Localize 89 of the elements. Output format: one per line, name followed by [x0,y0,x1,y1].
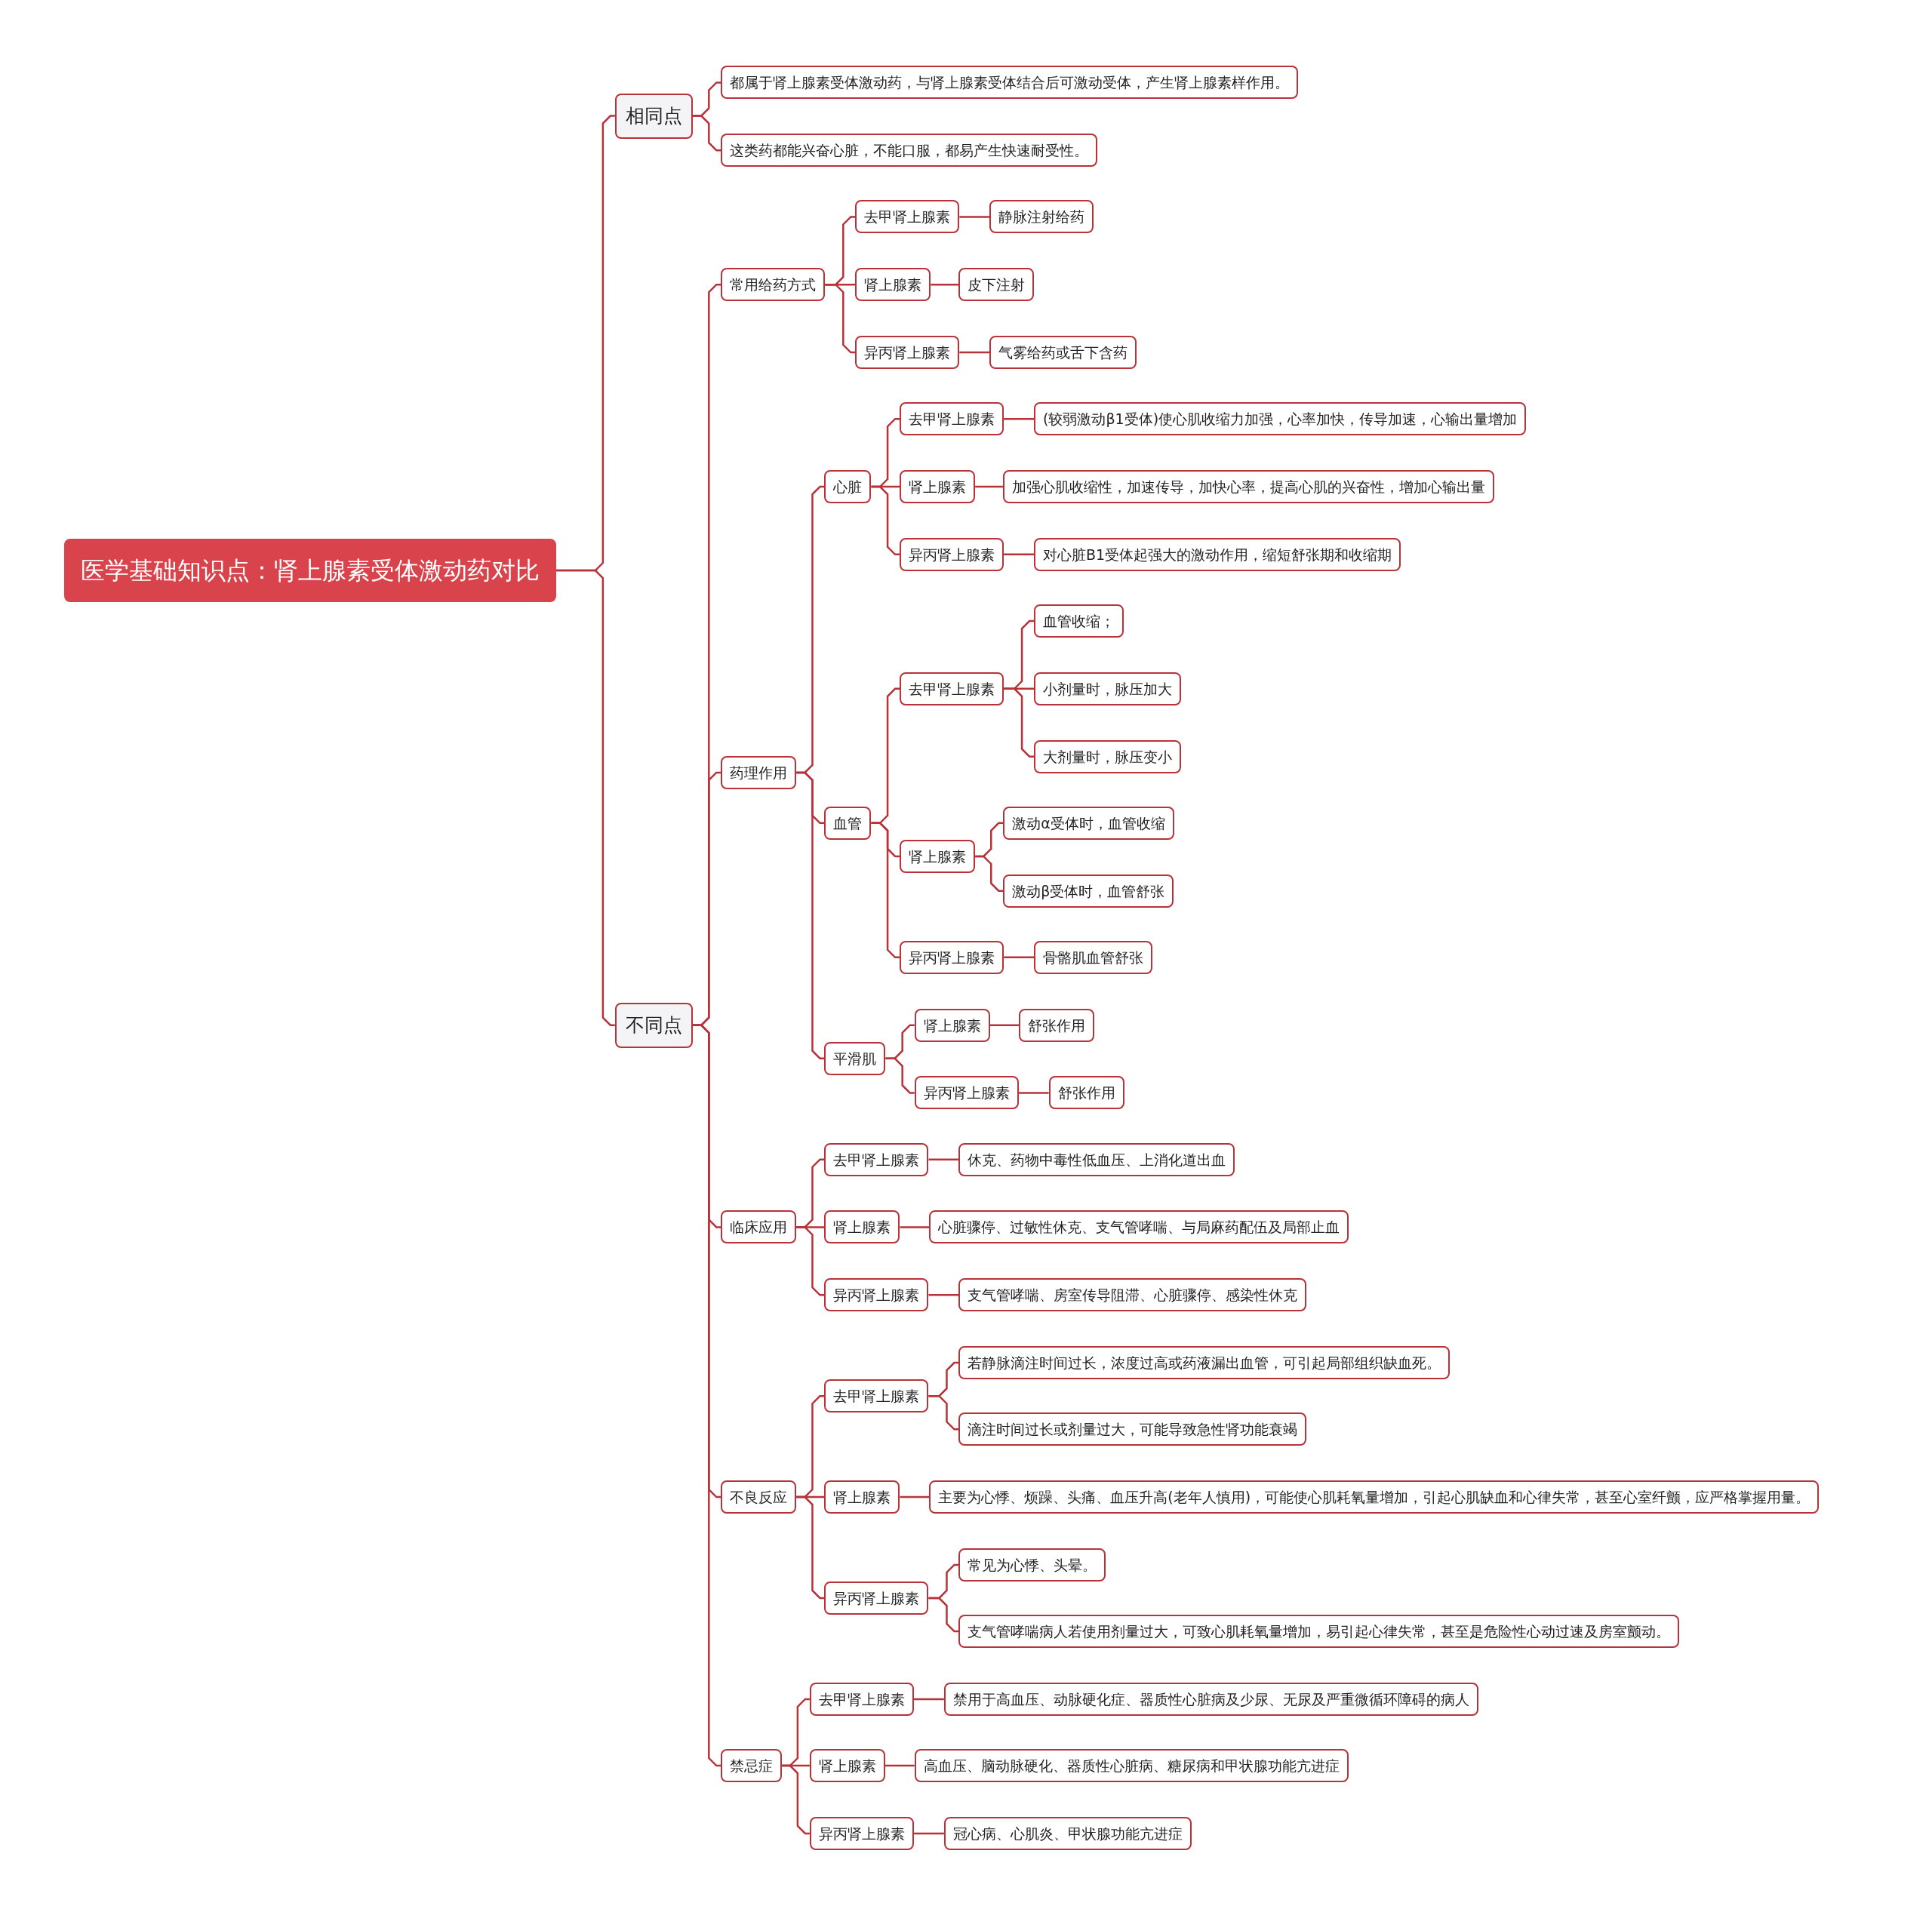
connector-line [928,1394,959,1431]
topic-box: 大剂量时，脉压变小 [1034,739,1182,773]
topic-box: 肾上腺素 [914,1008,990,1042]
topic-box: 肾上腺素 [824,1480,900,1514]
topic-box: 药理作用 [721,755,797,789]
topic-box: (较弱激动β1受体)使心肌收缩力加强，心率加快，传导加速，心输出量增加 [1034,402,1527,436]
topic-box: 肾上腺素 [824,1210,900,1244]
topic-box: 血管收缩； [1034,604,1124,638]
central-topic: 医学基础知识点：肾上腺素受体激动药对比 [63,539,556,603]
topic-box: 血管 [824,806,872,840]
topic-box: 气雾给药或舌下含药 [989,336,1137,370]
topic-box: 临床应用 [721,1210,797,1244]
topic-box: 小剂量时，脉压加大 [1034,672,1182,705]
topic-box: 冠心病、心肌炎、甲状腺功能亢进症 [943,1816,1192,1850]
topic-box: 异丙肾上腺素 [914,1076,1019,1110]
connector-line [900,1495,930,1498]
topic-box: 常用给药方式 [721,268,826,302]
connector-line [975,855,1004,892]
topic-box: 支气管哮喘病人若使用剂量过大，可致心肌耗氧量增加，易引起心律失常，甚至是危险性心动过速及房室颤动。 [958,1615,1680,1649]
topic-box: 异丙肾上腺素 [809,1816,914,1850]
topic-box: 支气管哮喘、房室传导阻滞、心脏骤停、感染性休克 [958,1278,1307,1312]
topic-box: 肾上腺素 [900,839,976,873]
topic-box: 去甲肾上腺素 [855,200,960,234]
connector-line [796,1226,825,1296]
topic-box: 去甲肾上腺素 [824,1379,929,1413]
topic-box: 禁用于高血压、动脉硬化症、器质性心脏病及少尿、无尿及严重微循环障碍的病人 [943,1682,1478,1716]
connector-line [1004,553,1035,556]
connector-line [692,1024,721,1767]
main-topic: 不同点 [614,1002,693,1048]
topic-box: 异丙肾上腺素 [824,1278,929,1312]
topic-box: 心脏骤停、过敏性休克、支气管哮喘、与局麻药配伍及局部止血 [929,1210,1349,1244]
topic-box: 异丙肾上腺素 [900,537,1004,571]
connector-line [989,1024,1020,1026]
connector-line [931,283,959,286]
connector-line [871,485,900,556]
topic-box: 去甲肾上腺素 [809,1682,914,1716]
connector-line [555,569,615,1026]
connector-line [1004,417,1035,420]
connector-line [1004,687,1035,758]
topic-box: 肾上腺素 [855,268,931,302]
topic-box: 对心脏B1受体起强大的激动作用，缩短舒张期和收缩期 [1034,537,1401,571]
topic-box: 常见为心悸、头晕。 [958,1548,1106,1581]
topic-box: 静脉注射给药 [989,200,1094,234]
topic-box: 高血压、脑动脉硬化、器质性心脏病、糖尿病和甲状腺功能亢进症 [914,1749,1349,1783]
topic-box: 休克、药物中毒性低血压、上消化道出血 [958,1142,1235,1176]
connector-line [913,1698,944,1701]
connector-line [928,1158,959,1160]
connector-line [796,1495,825,1600]
topic-box: 舒张作用 [1048,1076,1124,1110]
topic-box: 舒张作用 [1019,1008,1095,1042]
connector-line [959,351,990,354]
topic-box: 去甲肾上腺素 [900,402,1004,436]
connector-line [825,283,856,354]
topic-box: 加强心肌收缩性，加速传导，加快心率，提高心肌的兴奋性，增加心输出量 [1003,470,1495,504]
connector-line [959,216,990,218]
connector-line [900,1226,930,1228]
topic-box: 禁忌症 [721,1749,783,1783]
connector-line [913,1832,944,1835]
topic-box: 去甲肾上腺素 [900,672,1004,705]
connector-line [884,1764,915,1767]
connector-line [928,1597,959,1633]
topic-box: 主要为心悸、烦躁、头痛、血压升高(老年人慎用)，可能使心肌耗氧量增加，引起心肌缺血和心律失常，甚至心室纤颤，应严格掌握用量。 [929,1480,1820,1514]
connector-line [1018,1092,1049,1094]
topic-box: 异丙肾上腺素 [855,336,960,370]
topic-box: 不良反应 [721,1480,797,1514]
topic-box: 激动α受体时，血管收缩 [1003,806,1174,840]
main-topic: 相同点 [614,93,693,139]
topic-box: 都属于肾上腺素受体激动药，与肾上腺素受体结合后可激动受体，产生肾上腺素样作用。 [721,66,1299,100]
connector-line [782,1764,810,1835]
topic-box: 心脏 [824,470,872,504]
topic-box: 皮下注射 [958,268,1035,302]
topic-box: 这类药都能兴奋心脏，不能口服，都易产生快速耐受性。 [721,134,1098,168]
topic-box: 滴注时间过长或剂量过大，可能导致急性肾功能衰竭 [958,1412,1307,1446]
topic-box: 若静脉滴注时间过长，浓度过高或药液漏出血管，可引起局部组织缺血死。 [958,1346,1451,1380]
connector-line [975,485,1004,488]
connector-line [1004,956,1035,959]
connector-line [796,771,825,1059]
topic-box: 异丙肾上腺素 [824,1581,929,1615]
topic-box: 骨骼肌血管舒张 [1034,940,1153,974]
connector-line [692,115,721,152]
topic-box: 肾上腺素 [900,470,976,504]
topic-box: 平滑肌 [824,1041,886,1075]
topic-box: 肾上腺素 [809,1749,885,1783]
connector-line [928,1294,959,1296]
connector-line [871,822,900,959]
topic-box: 异丙肾上腺素 [900,940,1004,974]
topic-box: 去甲肾上腺素 [824,1142,929,1176]
topic-box: 激动β受体时，血管舒张 [1003,874,1174,908]
connector-line [885,1057,915,1094]
